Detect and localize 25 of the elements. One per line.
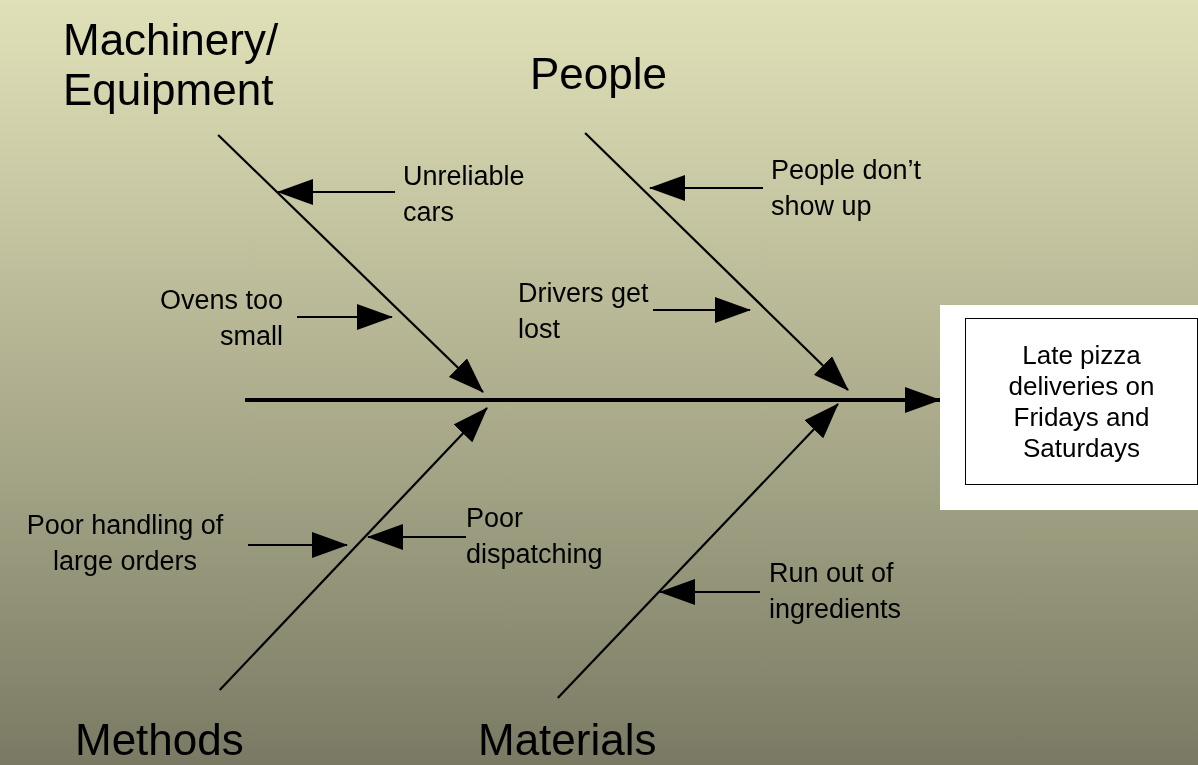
category-label: Methods	[75, 690, 290, 765]
arrow	[248, 532, 348, 558]
problem-box: Late pizza deliveries on Fridays and Saturdays	[965, 318, 1198, 485]
arrow	[659, 579, 760, 605]
problem-panel	[940, 305, 1198, 510]
cause-label: Drivers get lost	[510, 275, 653, 347]
cause-label: Poor dispatching	[466, 500, 651, 575]
cause-label: Unreliable cars	[395, 158, 575, 230]
arrow	[584, 132, 849, 391]
arrow	[649, 175, 763, 201]
arrow	[297, 304, 393, 330]
arrow	[556, 403, 839, 699]
arrow	[367, 524, 466, 550]
arrow	[218, 407, 488, 691]
category-label: Materials	[478, 698, 703, 765]
category-label: Machinery/ Equipment	[63, 15, 338, 135]
category-label: People	[530, 48, 705, 133]
arrow	[277, 179, 395, 205]
main-arrow	[245, 387, 941, 413]
arrow	[217, 134, 484, 393]
cause-label: Ovens too small	[130, 282, 297, 354]
arrow	[653, 297, 751, 323]
cause-label: Poor handling of large orders	[8, 507, 248, 579]
cause-label: Run out of ingredients	[760, 555, 955, 627]
cause-label: People don’t show up	[763, 152, 978, 224]
